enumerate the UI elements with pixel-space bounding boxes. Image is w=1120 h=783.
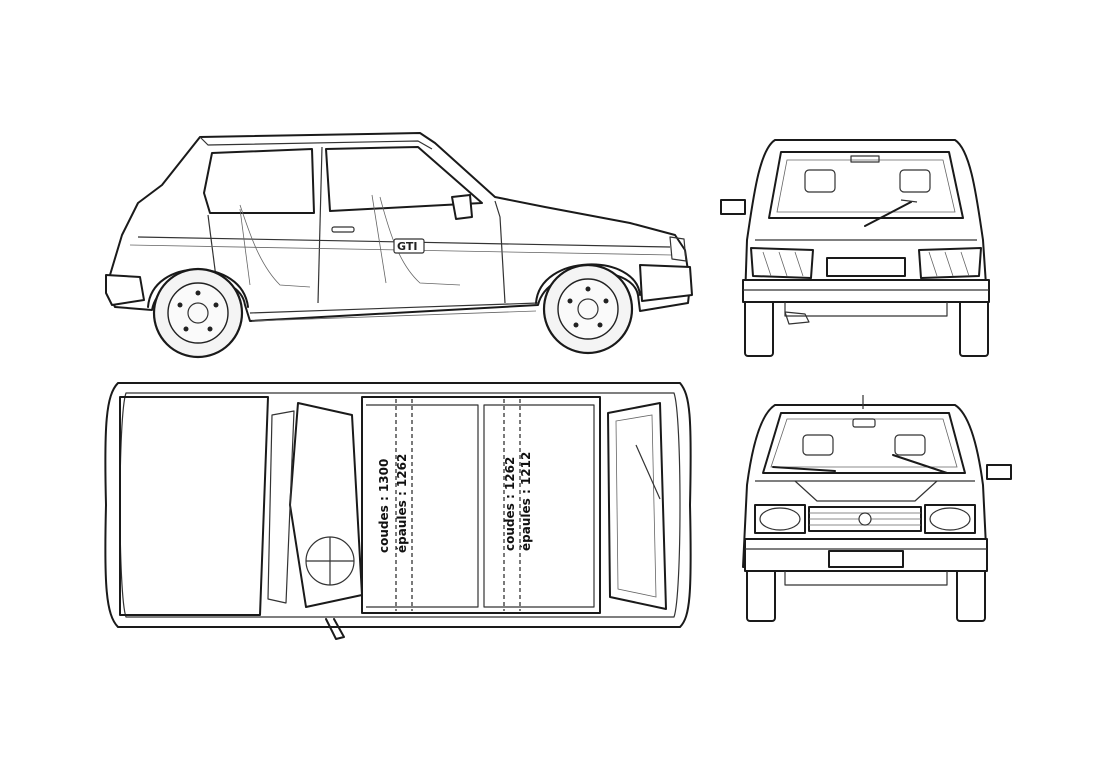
front-left-headlight [754, 504, 806, 534]
top-rear-epaules: épaules : 1212 [519, 452, 533, 551]
rear-brake-light [850, 155, 880, 163]
top-roof [361, 396, 601, 614]
front-wiper-right [892, 454, 948, 474]
top-rear-window [607, 402, 667, 610]
front-headrest-left [802, 434, 834, 456]
side-rear-wheel [152, 267, 244, 359]
side-door-front [317, 146, 323, 304]
side-seat-rear [239, 204, 311, 288]
top-rear-coudes: coudes : 1262 [503, 457, 517, 551]
top-rear-window-inner [615, 414, 657, 598]
rear-wiper-blade [900, 199, 918, 203]
side-seatbelt-rear [239, 208, 251, 286]
side-view-drawing: GTI [105, 132, 693, 359]
rear-right-tyre [959, 299, 989, 357]
side-rear-window [203, 148, 315, 214]
rear-left-taillight [750, 247, 814, 279]
front-undercarriage [784, 571, 948, 586]
front-interior-mirror [852, 418, 876, 428]
side-mirror [451, 194, 473, 220]
side-rear-bumper [105, 274, 145, 306]
rear-bumper [742, 279, 990, 303]
top-body-outline [104, 382, 692, 628]
front-headrest-right [894, 434, 926, 456]
front-hood-crease [794, 480, 938, 502]
front-windscreen-inner [770, 418, 958, 468]
side-front-bumper [639, 264, 693, 302]
top-front-epaules: épaules : 1262 [395, 454, 409, 553]
rear-headrest-right [899, 169, 931, 193]
side-seatbelt-front [371, 194, 387, 284]
front-left-tyre [746, 564, 776, 622]
side-badge: GTI [397, 240, 417, 253]
side-roofline [199, 136, 433, 150]
front-view [725, 395, 1025, 630]
side-badge-plate [393, 238, 425, 254]
rear-window-inner [776, 159, 956, 213]
rear-view-drawing [720, 139, 990, 357]
rear-right-taillight [918, 247, 982, 279]
front-right-tyre [956, 564, 986, 622]
rear-exhaust [784, 311, 810, 325]
top-rear-wiper [635, 444, 661, 500]
front-view-drawing [742, 395, 1012, 622]
side-sill [249, 302, 539, 314]
front-wiper-left [772, 466, 836, 472]
rear-undercarriage [784, 302, 948, 317]
rear-mirror [720, 199, 746, 215]
rear-left-tyre [744, 299, 774, 357]
top-dashboard [267, 410, 295, 604]
front-right-headlight [924, 504, 976, 534]
front-emblem [858, 512, 872, 526]
top-view-drawing: coudes : 1300 épaules : 1262 coudes : 12… [104, 382, 692, 640]
side-headlight [669, 236, 687, 262]
top-hood [119, 396, 269, 616]
side-view: GTI [100, 125, 700, 365]
top-roof-front-edge [366, 404, 479, 608]
side-sill-lower [251, 310, 537, 322]
rear-number-plate [826, 257, 906, 277]
rear-hatch-window [768, 151, 964, 219]
side-front-window [325, 146, 483, 212]
side-door-handle [331, 226, 355, 233]
top-view: coudes : 1300 épaules : 1262 coudes : 12… [100, 375, 695, 645]
side-front-wheel [542, 263, 634, 355]
front-number-plate [828, 550, 904, 568]
top-roof-panel [483, 404, 595, 608]
top-front-coudes: coudes : 1300 [377, 459, 391, 553]
rear-headrest-left [804, 169, 836, 193]
side-door-rear-edge [494, 200, 506, 304]
rear-wiper [864, 201, 912, 227]
top-mirror [325, 618, 345, 640]
front-windscreen [762, 412, 966, 474]
rear-view [715, 130, 1015, 365]
front-mirror [986, 464, 1012, 480]
